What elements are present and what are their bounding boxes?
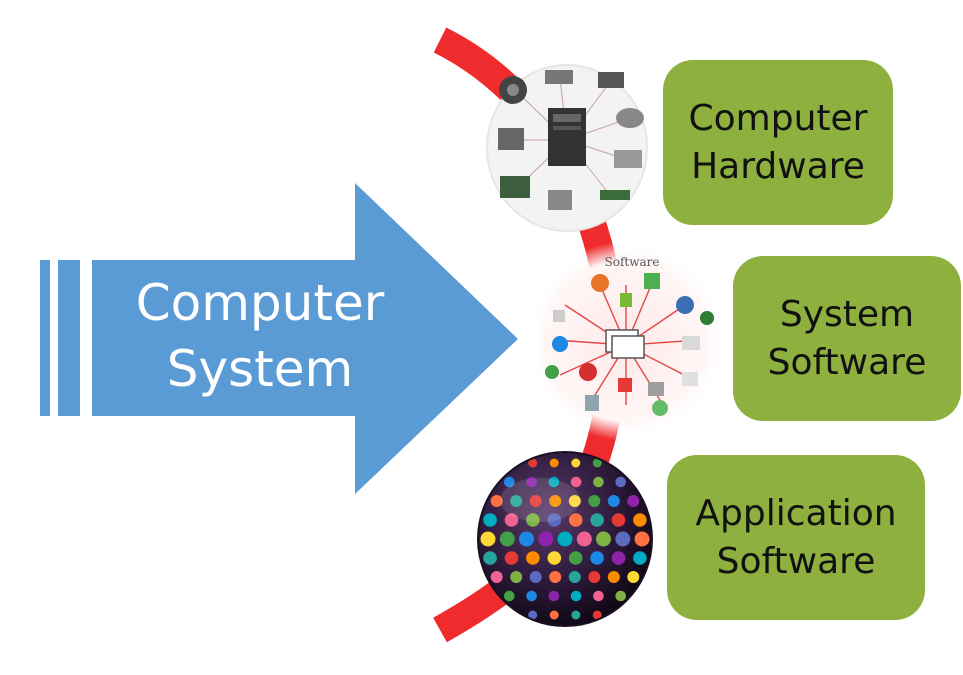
app-icon-tile [568, 513, 583, 527]
app-icon-tile [576, 531, 592, 547]
app-icon-tile [571, 458, 581, 468]
arrow-label-line1: Computer [135, 274, 385, 332]
app-icon-tile [588, 495, 601, 507]
app-icon-tile [548, 476, 560, 488]
app-icon-tile [549, 610, 559, 620]
system-software-box: System Software [733, 256, 961, 421]
app-icon-tile [593, 476, 604, 488]
app-icon-tile [568, 551, 583, 565]
app-icon-tile [615, 531, 631, 547]
app-icon-tile [504, 513, 519, 527]
app-icon-tile [627, 571, 640, 583]
app-icon-tile [592, 610, 602, 620]
app-icon-tile [526, 476, 537, 488]
app-icon-tile [627, 495, 640, 507]
system-software-line1: System [779, 293, 915, 335]
app-icon-tile [480, 531, 496, 547]
app-icon-tile [490, 571, 503, 583]
computer-system-arrow [40, 183, 518, 494]
app-icon-tile [570, 590, 582, 602]
app-icon-tile [633, 513, 647, 527]
app-icon-tile [615, 590, 626, 602]
app-icon-tile [526, 551, 540, 565]
application-software-line1: Application [695, 492, 897, 534]
system-software-diagram-image: Software [526, 241, 726, 441]
hardware-line1: Computer [688, 97, 868, 139]
app-icon-tile [504, 590, 515, 602]
computer-hardware-components-image [486, 64, 648, 232]
app-icon-tile [548, 590, 560, 602]
system-software-line2: Software [767, 341, 927, 383]
app-icon-tile [557, 531, 573, 547]
app-icon-tile [547, 551, 562, 565]
app-icon-tile [607, 495, 620, 507]
computer-system-label: Computer System [100, 270, 420, 402]
app-icon-tile [483, 551, 497, 565]
app-icon-tile [611, 551, 626, 565]
app-icon-tile [510, 571, 523, 583]
app-icon-tile [588, 571, 601, 583]
app-icon-tile [590, 551, 604, 565]
app-icon-tile [570, 476, 582, 488]
app-icon-tile [528, 610, 538, 620]
app-icon-tile [526, 513, 540, 527]
software-image-caption: Software [605, 255, 660, 269]
app-icon-tile [549, 571, 562, 583]
app-icon-tile [593, 590, 604, 602]
application-software-box: Application Software [667, 455, 925, 620]
app-icon-tile [607, 571, 620, 583]
app-icon-tile [547, 513, 562, 527]
app-icon-tile [519, 531, 534, 547]
app-icon-tile [499, 531, 515, 547]
app-icon-tile [483, 513, 497, 527]
hardware-line2: Hardware [691, 145, 865, 187]
app-icon-tile [529, 571, 542, 583]
app-icon-tile [596, 531, 611, 547]
app-icon-tile [504, 551, 519, 565]
arrow-label-line2: System [166, 340, 354, 398]
app-icon-tile [571, 610, 581, 620]
app-icon-tile [510, 495, 523, 507]
app-icon-tile [526, 590, 537, 602]
app-icon-tile [549, 458, 559, 468]
app-icon-tile [634, 531, 650, 547]
app-icon-tile [538, 531, 554, 547]
app-icon-tile [615, 476, 626, 488]
app-icon-tile [568, 571, 581, 583]
app-icon-tile [504, 476, 515, 488]
app-icon-tile [611, 513, 626, 527]
computer-hardware-box: Computer Hardware [663, 60, 893, 225]
app-icon-tile [529, 495, 542, 507]
app-icon-tile [633, 551, 647, 565]
app-icon-tile [568, 495, 581, 507]
app-icon-tile [590, 513, 604, 527]
app-icon-tile [490, 495, 503, 507]
application-software-line2: Software [716, 540, 876, 582]
app-icon-tile [592, 458, 602, 468]
app-icon-tile [528, 458, 538, 468]
app-icons-globe-image [477, 451, 653, 627]
app-icon-tile [549, 495, 562, 507]
